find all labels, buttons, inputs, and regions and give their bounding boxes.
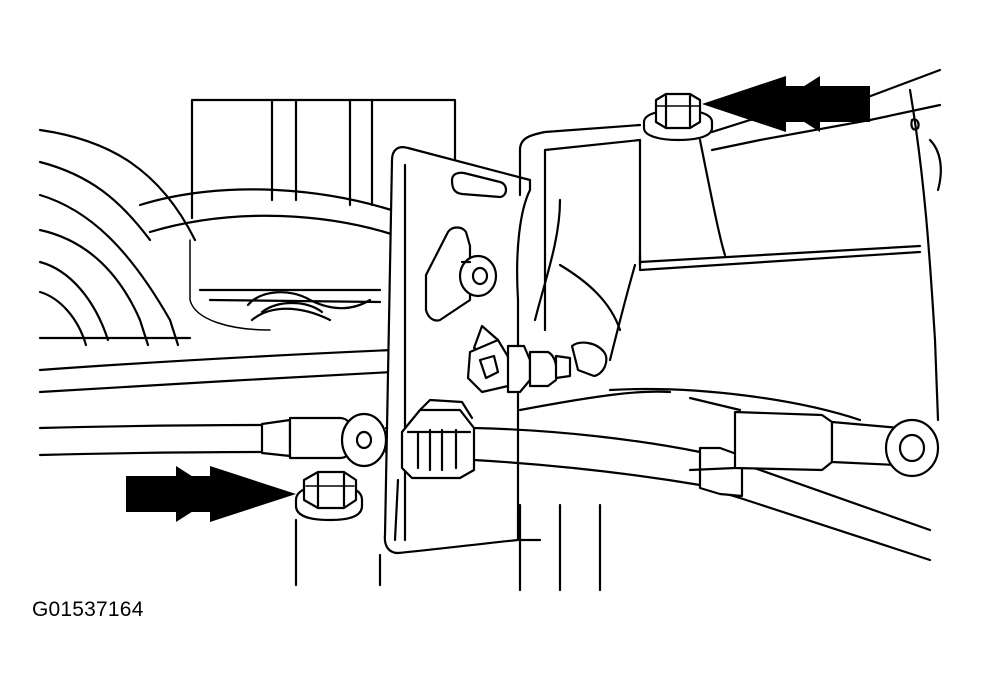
lower-bolt <box>294 470 364 522</box>
figure-code-label: G01537164 <box>32 598 144 621</box>
rear-housing <box>190 98 457 220</box>
arrow-left-icon <box>702 76 870 132</box>
horizontal-cables <box>38 336 394 457</box>
main-cable <box>472 426 932 562</box>
arrow-right-icon <box>126 466 296 522</box>
left-hoses <box>38 128 422 347</box>
right-housing <box>294 68 942 592</box>
linkage-clip <box>466 324 608 394</box>
right-hose-fitting <box>688 396 940 478</box>
upper-bolt <box>642 92 714 142</box>
cable-end-fitting <box>260 412 406 468</box>
cable-clip <box>400 398 476 480</box>
